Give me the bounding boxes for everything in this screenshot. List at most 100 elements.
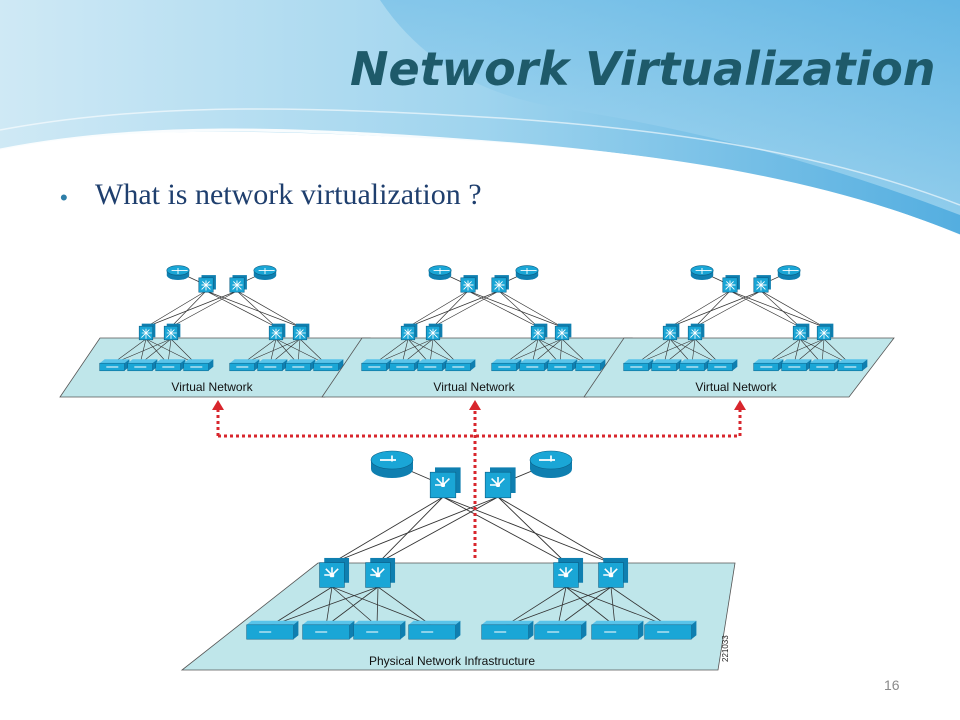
- link-line: [694, 290, 762, 328]
- link-line: [669, 290, 762, 328]
- link-line: [497, 496, 567, 564]
- link-line: [205, 290, 301, 328]
- link-line: [325, 586, 379, 627]
- link-line: [170, 290, 207, 328]
- switch-icon: [183, 359, 214, 372]
- switch-icon: [591, 620, 644, 640]
- router-icon: [777, 265, 801, 281]
- switch-icon: [481, 620, 534, 640]
- switch-icon: [353, 620, 406, 640]
- router-icon: [370, 450, 414, 478]
- switch-icon: [445, 359, 476, 372]
- switch-icon: [679, 359, 710, 372]
- link-line: [498, 290, 563, 328]
- arrow-head: [469, 400, 481, 410]
- link-line: [331, 586, 378, 627]
- link-line: [729, 290, 825, 328]
- switch-icon: [99, 359, 130, 372]
- switch-icon: [644, 620, 697, 640]
- multilayer-switch-icon: [530, 323, 548, 341]
- multilayer-switch-icon: [816, 323, 834, 341]
- link-line: [236, 290, 301, 328]
- bullet-marker: •: [60, 185, 68, 210]
- link-line: [504, 586, 612, 627]
- multilayer-switch-icon: [687, 323, 705, 341]
- switch-icon: [229, 359, 260, 372]
- switch-icon: [707, 359, 738, 372]
- link-line: [407, 290, 500, 328]
- header-wave: [0, 0, 960, 238]
- virtual-network-label: Virtual Network: [695, 380, 777, 394]
- router-icon: [690, 265, 714, 281]
- switch-icon: [417, 359, 448, 372]
- link-line: [760, 290, 825, 328]
- multilayer-switch-icon: [319, 557, 350, 588]
- multilayer-switch-icon: [554, 323, 572, 341]
- link-line: [377, 496, 444, 564]
- link-line: [537, 338, 589, 365]
- virtual-network-label: Virtual Network: [433, 380, 515, 394]
- link-line: [377, 586, 433, 627]
- switch-icon: [837, 359, 868, 372]
- switch-icon: [534, 620, 587, 640]
- figure-code: 221033: [721, 635, 730, 662]
- switch-icon: [302, 620, 355, 640]
- link-line: [432, 290, 469, 328]
- router-icon: [428, 265, 452, 281]
- link-line: [467, 290, 563, 328]
- switch-icon: [361, 359, 392, 372]
- link-line: [170, 290, 238, 328]
- switch-icon: [408, 620, 461, 640]
- switch-icon: [127, 359, 158, 372]
- multilayer-switch-icon: [460, 275, 478, 293]
- link-line: [331, 496, 444, 564]
- link-line: [331, 496, 499, 564]
- slide-title: Network Virtualization: [350, 42, 936, 96]
- switch-icon: [389, 359, 420, 372]
- link-line: [377, 496, 499, 564]
- router-icon: [529, 450, 573, 478]
- link-line: [557, 586, 567, 627]
- link-line: [432, 290, 500, 328]
- link-line: [694, 290, 731, 328]
- multilayer-switch-icon: [722, 275, 740, 293]
- multilayer-switch-icon: [229, 275, 247, 293]
- link-line: [760, 290, 801, 328]
- link-line: [145, 290, 238, 328]
- multilayer-switch-icon: [292, 323, 310, 341]
- link-line: [205, 290, 277, 328]
- arrow-head: [212, 400, 224, 410]
- link-line: [498, 290, 539, 328]
- multilayer-switch-icon: [753, 275, 771, 293]
- multilayer-switch-icon: [198, 275, 216, 293]
- switch-icon: [651, 359, 682, 372]
- switch-icon: [809, 359, 840, 372]
- link-line: [407, 290, 469, 328]
- multilayer-switch-icon: [598, 557, 629, 588]
- router-icon: [166, 265, 190, 281]
- physical-network-plane: [180, 562, 736, 671]
- switch-icon: [285, 359, 316, 372]
- link-line: [610, 586, 616, 627]
- switch-icon: [155, 359, 186, 372]
- link-line: [497, 496, 612, 564]
- multilayer-switch-icon: [425, 323, 443, 341]
- multilayer-switch-icon: [429, 467, 461, 499]
- link-line: [269, 586, 379, 627]
- multilayer-switch-icon: [268, 323, 286, 341]
- slide-number: 16: [884, 677, 900, 693]
- physical-network-label: Physical Network Infrastructure: [369, 654, 535, 668]
- link-line: [376, 586, 379, 627]
- switch-icon: [313, 359, 344, 372]
- multilayer-switch-icon: [163, 323, 181, 341]
- multilayer-switch-icon: [484, 467, 516, 499]
- link-line: [236, 290, 277, 328]
- link-line: [557, 586, 612, 627]
- arrow-head: [734, 400, 746, 410]
- link-line: [331, 586, 433, 627]
- link-line: [799, 338, 851, 365]
- multilayer-switch-icon: [491, 275, 509, 293]
- switch-icon: [547, 359, 578, 372]
